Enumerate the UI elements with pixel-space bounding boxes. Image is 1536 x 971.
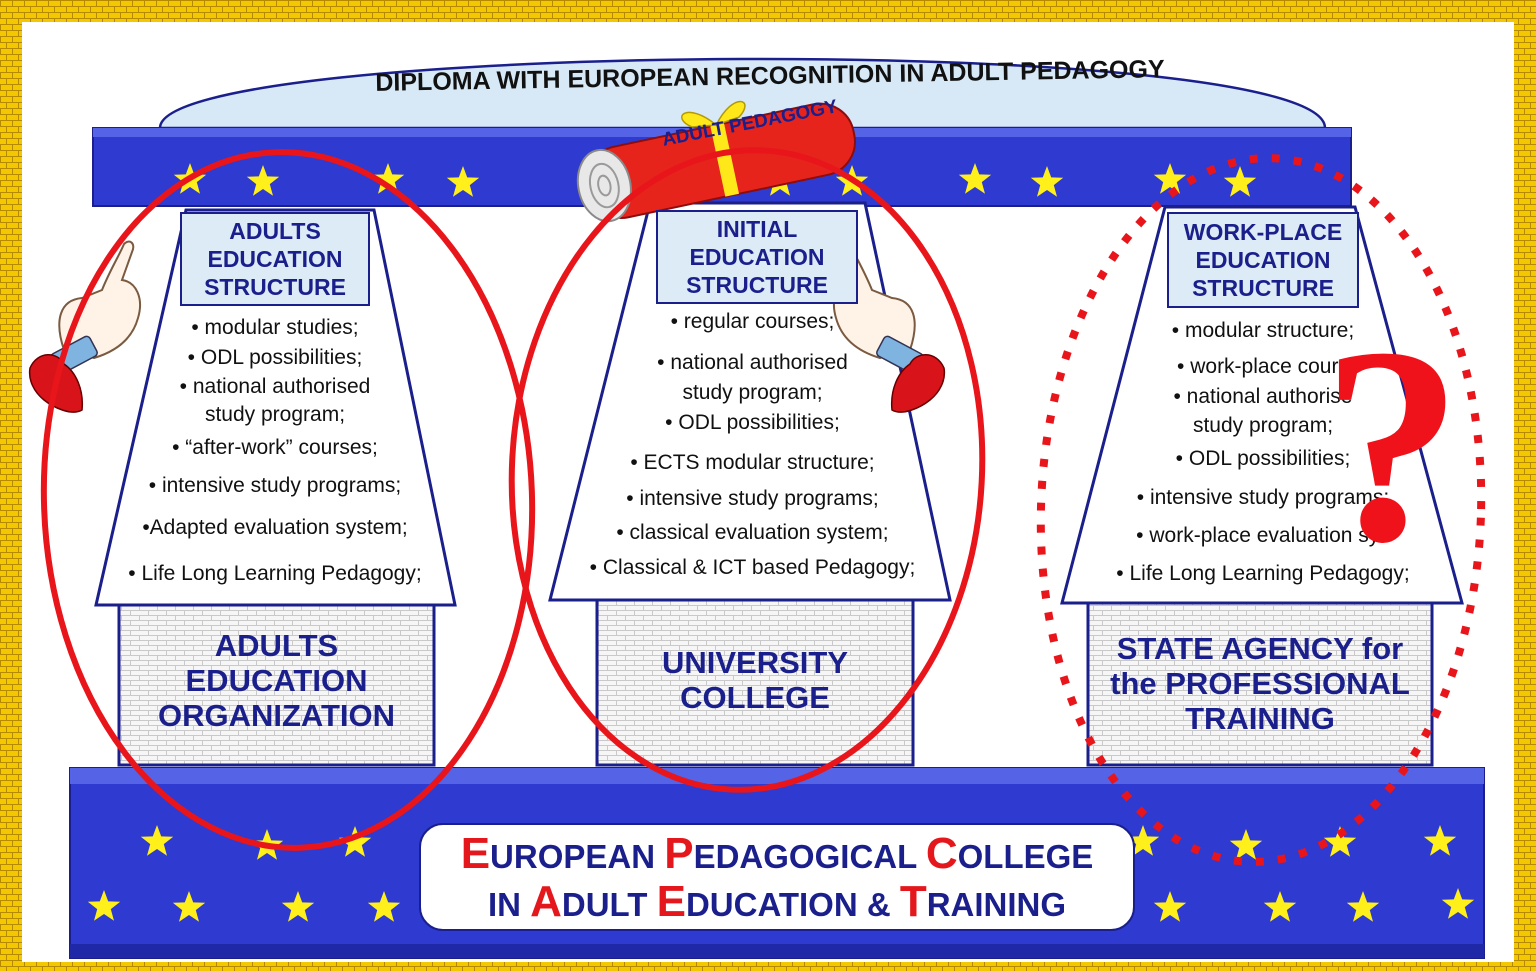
word-rest: UROPEAN (490, 838, 665, 875)
feature-item: • work-place evaluation sys (1136, 524, 1390, 547)
initial-letter: E (460, 829, 491, 878)
feature-item: • Life Long Learning Pedagogy; (1116, 562, 1410, 585)
initial-letter: T (899, 877, 927, 926)
feature-item: • modular studies; (191, 316, 359, 339)
base-adults-organization (117, 603, 436, 767)
college-name-line-1: EUROPEAN PEDAGOGICAL COLLEGE (421, 829, 1133, 879)
feature-item: • ODL possibilities; (665, 411, 840, 434)
header-adults-education-structure: ADULTS EDUCATION STRUCTURE (180, 212, 370, 306)
pillar-adults-trapezoid (94, 208, 457, 607)
feature-item: •Adapted evaluation system; (142, 516, 408, 539)
feature-item: • national authorised (657, 351, 848, 374)
feature-list-workplace: • modular structure; • work-place cours … (1068, 317, 1458, 597)
feature-item: • intensive study programs; (148, 474, 402, 497)
feature-item: • regular courses; (670, 310, 835, 333)
question-mark-icon: ? (1322, 289, 1462, 600)
feature-item: • ODL possibilities; (187, 346, 363, 369)
feature-item: • “after-work” courses; (172, 436, 378, 459)
initial-letter: C (925, 829, 958, 878)
header-line: STRUCTURE (204, 274, 346, 300)
feature-item: • intensive study programs; (626, 487, 879, 510)
word-rest: EDAGOGICAL (693, 838, 926, 875)
word-rest: DUCATION & (685, 886, 900, 923)
header-line: STRUCTURE (1192, 275, 1334, 301)
header-line: ADULTS (229, 218, 321, 244)
feature-item: • Life Long Learning Pedagogy; (128, 562, 422, 585)
diploma-dome (158, 57, 1327, 130)
base-label-line: STATE AGENCY for (1116, 630, 1404, 666)
initial-letter: E (656, 877, 686, 926)
initial-letter: P (664, 829, 694, 878)
pointing-hand-icon (28, 240, 141, 413)
base-label-line: UNIVERSITY (661, 645, 849, 680)
header-line: EDUCATION (1195, 247, 1331, 273)
base-label-line: EDUCATION (185, 662, 368, 698)
header-line: STRUCTURE (686, 272, 828, 298)
header-initial-education-structure: INITIAL EDUCATION STRUCTURE (656, 210, 858, 304)
base-label-state-agency: STATE AGENCY for the PROFESSIONAL TRAINI… (1090, 628, 1430, 738)
foundation-block (69, 767, 1485, 959)
highlight-ellipse-university (508, 147, 986, 793)
feature-item: study program; (204, 403, 346, 426)
base-label-adults: ADULTS EDUCATION ORGANIZATION (121, 625, 432, 735)
feature-item: study program; (682, 381, 823, 404)
header-line: WORK-PLACE (1183, 219, 1343, 245)
base-state-agency (1086, 601, 1434, 767)
base-label-line: ADULTS (214, 627, 339, 663)
header-workplace-education-structure: WORK-PLACE EDUCATION STRUCTURE (1167, 212, 1359, 308)
base-label-line: COLLEGE (680, 680, 830, 715)
header-line: EDUCATION (689, 244, 825, 270)
base-label-university: UNIVERSITY COLLEGE (599, 640, 911, 720)
feature-item: • national authorise (1173, 385, 1353, 408)
feature-item: • ECTS modular structure; (630, 451, 875, 474)
feature-item: • intensive study programs; (1136, 486, 1390, 509)
highlight-ellipse-dashed (1036, 154, 1486, 866)
diploma-scroll-icon (576, 100, 856, 223)
feature-item: • modular structure; (1171, 319, 1355, 342)
base-label-line: TRAINING (1185, 700, 1335, 736)
feature-item: • national authorised (179, 375, 371, 398)
feature-item: • work-place cours (1177, 355, 1349, 378)
pillar-workplace-trapezoid (1060, 205, 1464, 605)
feature-item: • ODL possibilities; (1175, 447, 1351, 470)
base-university-college (595, 598, 915, 767)
base-label-line: the PROFESSIONAL (1110, 665, 1410, 701)
word-rest: RAINING (926, 886, 1067, 923)
college-name-line-2: IN ADULT EDUCATION & TRAINING (421, 877, 1133, 927)
feature-item: • Classical & ICT based Pedagogy; (589, 556, 916, 579)
header-line: EDUCATION (207, 246, 343, 272)
word-rest: IN (487, 886, 531, 923)
feature-list-initial: • regular courses; • national authorised… (555, 308, 950, 593)
word-rest: OLLEGE (957, 838, 1094, 875)
base-label-line: ORGANIZATION (157, 697, 396, 733)
initial-letter: A (530, 877, 562, 926)
college-name-box: EUROPEAN PEDAGOGICAL COLLEGE IN ADULT ED… (419, 823, 1135, 931)
header-line: INITIAL (716, 216, 798, 242)
feature-item: • classical evaluation system; (616, 521, 889, 544)
feature-list-adults: • modular studies; • ODL possibilities; … (100, 314, 450, 594)
word-rest: DULT (561, 886, 657, 923)
feature-item: study program; (1192, 414, 1334, 437)
highlight-ellipse-adults (40, 149, 536, 851)
